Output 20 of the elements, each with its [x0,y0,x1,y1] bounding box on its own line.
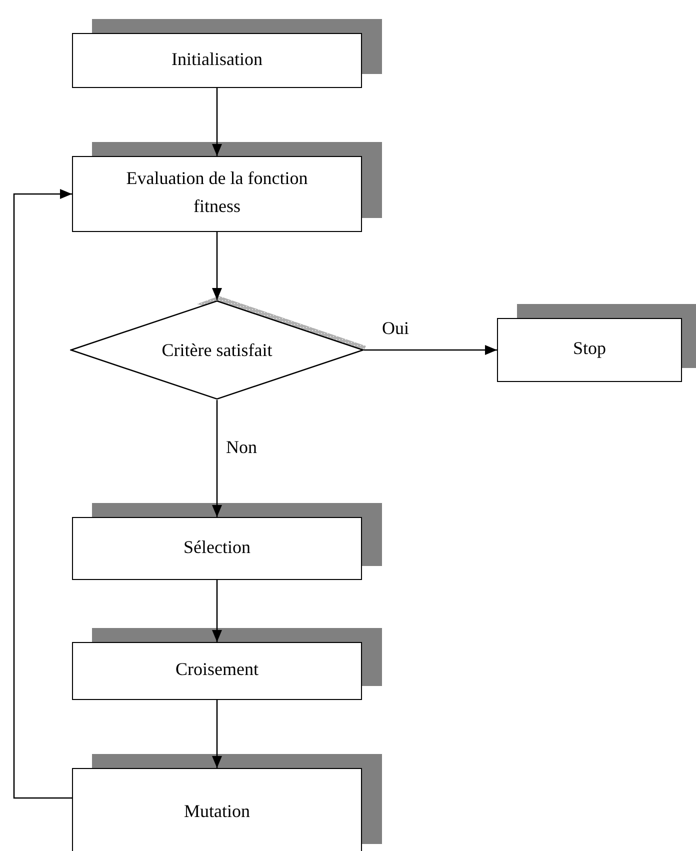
decision-text: Critère satisfait [162,338,272,362]
process-text: Stop [572,337,606,360]
process-box [72,642,362,700]
process-text: Evaluation de la fonction fitness [125,167,309,218]
arrow [364,345,497,355]
process-box [72,156,362,232]
arrow [212,232,222,300]
process-text: Mutation [184,800,250,823]
arrow [13,189,72,799]
arrow [212,400,222,517]
process-box [497,318,682,382]
process-box [72,33,362,88]
arrow [212,700,222,768]
process-text: Initialisation [172,48,262,70]
process-text: Croisement [176,658,258,681]
process-box [72,768,362,851]
process-box [72,517,362,580]
process-text: Sélection [184,536,250,558]
arrow [212,88,222,156]
arrow [212,580,222,642]
